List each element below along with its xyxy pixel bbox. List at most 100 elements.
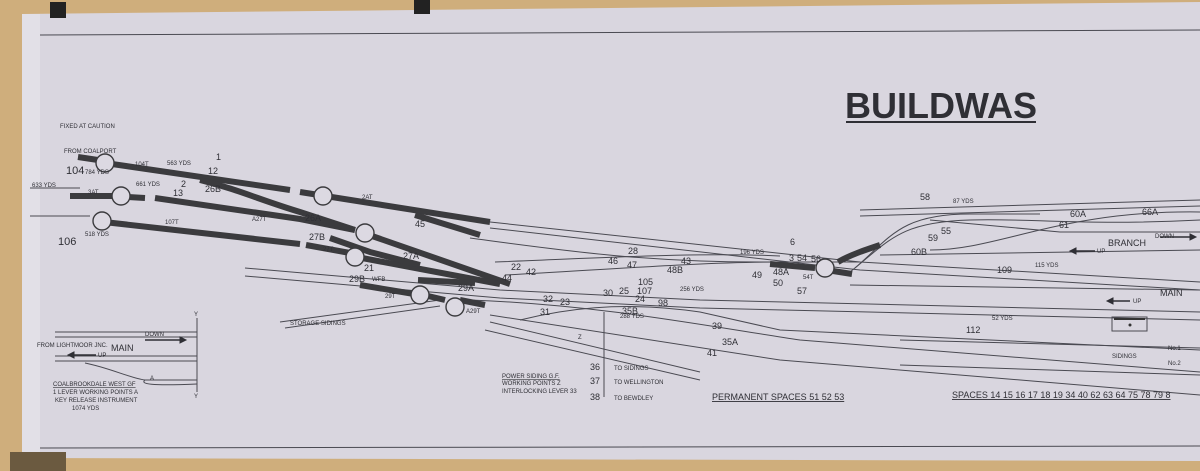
- lever-12: 12: [208, 166, 218, 176]
- label-up-left: UP: [98, 353, 106, 359]
- lever-58: 58: [920, 192, 930, 202]
- label-no1: No.1: [1168, 346, 1181, 352]
- lever-29b: 29B: [349, 274, 365, 284]
- thin-tracks: [30, 187, 1200, 396]
- dist-784: 784 YDS: [85, 170, 109, 176]
- dist-87: 87 YDS: [953, 199, 974, 205]
- note-permanent-spaces: PERMANENT SPACES 51 52 53: [712, 392, 844, 402]
- lever-31: 31: [540, 307, 550, 317]
- lever-48a: 48A: [773, 267, 789, 277]
- dist-288: 288 YDS: [620, 314, 644, 320]
- paper-edge: [22, 14, 40, 458]
- note-ground-frame-2: 1 LEVER WORKING POINTS A: [53, 390, 138, 396]
- note-from-lightmoor: FROM LIGHTMOOR JNC.: [37, 343, 108, 349]
- dist-115: 115 YDS: [1035, 263, 1058, 269]
- lever-106: 106: [58, 236, 76, 248]
- label-sidings: SIDINGS: [1112, 354, 1137, 360]
- note-to-sidings: TO SIDINGS: [614, 366, 649, 372]
- lever-39: 39: [712, 321, 722, 331]
- note-ground-frame-4: 1074 YDS: [72, 406, 99, 412]
- lever-44: 44: [502, 273, 512, 283]
- dist-518: 518 YDS: [85, 232, 109, 238]
- lever-6: 6: [790, 237, 795, 247]
- dist-256: 256 YDS: [680, 287, 704, 293]
- lever-1: 1: [216, 152, 221, 162]
- note-power-siding-2: WORKING POINTS Z: [502, 381, 561, 387]
- label-main-left: MAIN: [111, 343, 134, 353]
- points-a: A: [150, 376, 154, 382]
- note-ground-frame-3: KEY RELEASE INSTRUMENT: [55, 398, 138, 404]
- note-to-wellington: TO WELLINGTON: [614, 380, 663, 386]
- dist-563: 563 YDS: [167, 161, 191, 167]
- lever-36: 36: [590, 362, 600, 372]
- lever-22: 22: [511, 262, 521, 272]
- lever-105: 105: [638, 277, 653, 287]
- dist-196: 196 YDS: [740, 250, 764, 256]
- tc-107t: 107T: [165, 220, 179, 226]
- lever-49: 49: [752, 270, 762, 280]
- direction-arrows: [66, 233, 1198, 359]
- lever-59: 59: [928, 233, 938, 243]
- lever-104: 104: [66, 165, 84, 177]
- lever-38: 38: [590, 392, 600, 402]
- lever-42: 42: [526, 267, 536, 277]
- distance-labels: 784 YDS 563 YDS 661 YDS 518 YDS 633 YDS …: [32, 161, 1058, 322]
- lever-43: 43: [681, 256, 691, 266]
- signal-circles: [92, 153, 835, 317]
- lever-35a: 35A: [722, 337, 738, 347]
- tc-29t: 29T: [385, 294, 396, 300]
- lever-48b: 48B: [667, 265, 683, 275]
- bulldog-clip-right: [414, 0, 430, 14]
- lever-28: 28: [628, 246, 638, 256]
- hinge: [10, 452, 66, 471]
- tc-a27t: A27T: [252, 217, 267, 223]
- tc-104t: 104T: [135, 162, 149, 168]
- lever-3: 3: [789, 253, 794, 263]
- lever-50: 50: [773, 278, 783, 288]
- label-main-right: MAIN: [1160, 288, 1183, 298]
- border-bottom: [39, 445, 1200, 449]
- tc-a29t: A29T: [466, 309, 481, 315]
- dist-661: 661 YDS: [136, 182, 160, 188]
- border-top: [39, 29, 1200, 36]
- lever-56: 56: [811, 254, 821, 264]
- lever-27a: 27A: [403, 251, 419, 261]
- note-power-siding-3: INTERLOCKING LEVER 33: [502, 389, 577, 395]
- track-circuit-labels: 104T 3AT 107T A27T 2AT 27T 29T A29T 54T …: [88, 162, 814, 315]
- label-up-main: UP: [1133, 299, 1141, 305]
- lever-46: 46: [608, 256, 618, 266]
- lever-23: 23: [560, 297, 570, 307]
- lever-numbers: 104 106 1 2 12 13 26B 26A 27B 27A 45 28 …: [58, 152, 1158, 400]
- label-up-branch: UP: [1097, 249, 1105, 255]
- lever-98: 98: [658, 298, 668, 308]
- lever-60a: 60A: [1070, 209, 1086, 219]
- lever-107: 107: [637, 286, 652, 296]
- lever-z: Z: [578, 335, 582, 341]
- lever-32: 32: [543, 294, 553, 304]
- label-down-left: DOWN: [145, 332, 164, 338]
- note-from-coalport: FROM COALPORT: [64, 149, 117, 155]
- label-branch: BRANCH: [1108, 238, 1146, 248]
- lever-35b: 35B: [622, 306, 638, 316]
- lever-37: 37: [590, 376, 600, 386]
- boundary-y-bottom: Y: [194, 394, 198, 400]
- lever-21: 21: [364, 263, 374, 273]
- lever-57: 57: [797, 286, 807, 296]
- key-box-dot: [1128, 323, 1132, 327]
- lever-27b: 27B: [309, 232, 325, 242]
- key-box: [1111, 316, 1148, 332]
- track-circuits: [70, 154, 881, 308]
- lever-24: 24: [635, 294, 645, 304]
- lever-25: 25: [619, 286, 629, 296]
- dist-633: 633 YDS: [32, 183, 56, 189]
- tc-27t: 27T: [323, 247, 334, 253]
- lever-55: 55: [941, 226, 951, 236]
- tc-3at: 3AT: [88, 190, 99, 196]
- lever-60b: 60B: [911, 247, 927, 257]
- label-down-right: DOWN: [1155, 234, 1174, 240]
- tc-wfb: WFB: [372, 277, 385, 283]
- lever-112: 112: [966, 325, 980, 335]
- lever-109: 109: [997, 265, 1012, 275]
- boundary-y-top: Y: [194, 312, 198, 318]
- lever-61: 61: [1059, 220, 1069, 230]
